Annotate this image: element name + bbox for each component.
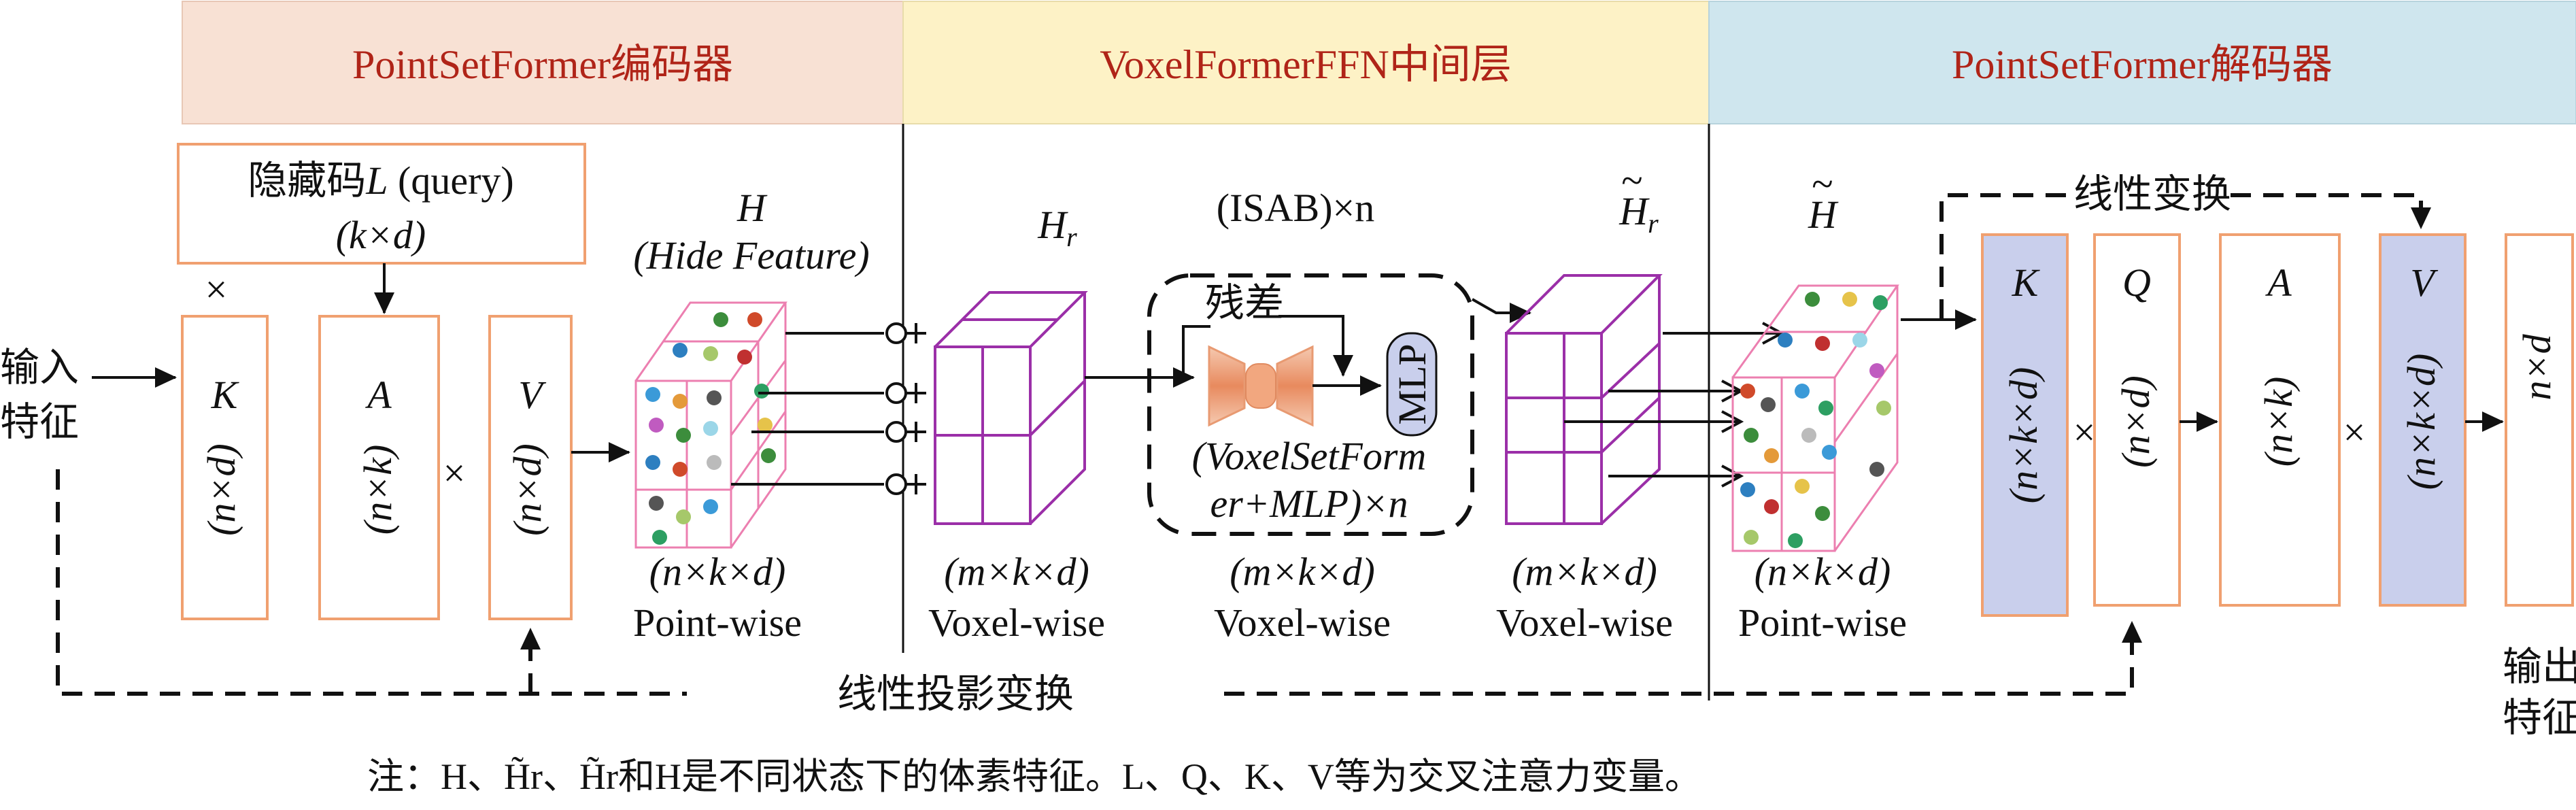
Ht-dim: (n×k×d) bbox=[1755, 550, 1891, 594]
vsf-line2: er+MLP)×n bbox=[1210, 482, 1408, 526]
Hr2-to-Ht-connectors bbox=[1564, 333, 1782, 476]
Ht-title: H bbox=[1808, 192, 1839, 237]
decoder-K-dim: (n×k×d) bbox=[2001, 367, 2046, 504]
linear-projection-dashed-right bbox=[1224, 621, 2142, 696]
encoder-K-name: K bbox=[211, 373, 240, 417]
decoder-Q-box: Q (n×d) bbox=[2093, 233, 2181, 607]
encoder-header-band bbox=[182, 1, 904, 124]
footnote: 注：H、H̃r、H̃r和H是不同状态下的体素特征。L、Q、K、V等为交叉注意力变… bbox=[367, 756, 1701, 797]
input-label-line1: 输入 bbox=[0, 345, 79, 390]
Hr2-voxel-cube bbox=[1505, 274, 1663, 525]
encoder-K-dim: (n×d) bbox=[199, 443, 243, 536]
linear-transform-label: 线性变换 bbox=[2073, 172, 2231, 216]
encoder-V-dim: (n×d) bbox=[505, 443, 549, 536]
linear-transform-dashed-right bbox=[2231, 193, 2431, 229]
decoder-Q-name: Q bbox=[2122, 260, 2151, 305]
decoder-times2: × bbox=[2343, 410, 2366, 454]
encoder-K-box: K (n×d) bbox=[181, 315, 269, 620]
decoder-out-box: n×d bbox=[2505, 233, 2574, 607]
block-to-Hr2-arrow bbox=[1472, 298, 1531, 323]
isab-label: (ISAB)×n bbox=[1217, 186, 1374, 230]
decoder-out-dim: n×d bbox=[2515, 333, 2559, 400]
H-dim: (n×k×d) bbox=[649, 550, 786, 594]
isab-block: 残差 MLP (VoxelSetForm er+MLP)×n bbox=[1147, 273, 1474, 536]
encoder-V-name: V bbox=[518, 373, 547, 417]
decoder-header-band bbox=[1708, 1, 2576, 124]
mlp-label: MLP bbox=[1390, 343, 1434, 424]
linear-transform-dashed bbox=[1939, 193, 2078, 320]
hidden-code-box: 隐藏码L (query) (k×d) bbox=[177, 143, 586, 265]
linear-projection-label: 线性投影变换 bbox=[837, 672, 1074, 716]
output-label-line1: 输出 bbox=[2503, 645, 2576, 689]
vsf-line1: (VoxelSetForm bbox=[1192, 434, 1427, 478]
H-subtitle: (Hide Feature) bbox=[633, 233, 869, 277]
middle-header-title: VoxelFormerFFN中间层 bbox=[1100, 42, 1512, 87]
funnel-left bbox=[1208, 345, 1246, 427]
encoder-A-name: A bbox=[365, 373, 392, 417]
residual-label: 残差 bbox=[1205, 281, 1284, 325]
Ht-point-cube bbox=[1731, 284, 1899, 552]
H-to-Hr-connectors bbox=[731, 322, 926, 495]
Hr2-wise: Voxel-wise bbox=[1496, 601, 1673, 645]
encoder-times-mid: × bbox=[443, 451, 466, 495]
decoder-Q-dim: (n×d) bbox=[2114, 375, 2158, 468]
decoder-A-box: A (n×k) bbox=[2219, 233, 2341, 607]
decoder-A-name: A bbox=[2265, 260, 2292, 305]
Hr-voxel-cube bbox=[934, 291, 1088, 525]
encoder-A-dim: (n×k) bbox=[356, 445, 400, 535]
encoder-header-title: PointSetFormer编码器 bbox=[352, 42, 733, 87]
Hr-title: Hr bbox=[1037, 203, 1077, 252]
Ht-wise: Point-wise bbox=[1738, 601, 1907, 645]
block-wise: Voxel-wise bbox=[1214, 601, 1391, 645]
decoder-V-dim: (n×k×d) bbox=[2399, 354, 2443, 490]
output-label-line2: 特征 bbox=[2503, 696, 2576, 740]
funnel-right bbox=[1276, 345, 1314, 427]
H-points bbox=[645, 312, 776, 545]
header-bands: PointSetFormer编码器 VoxelFormerFFN中间层 Poin… bbox=[182, 1, 2576, 124]
Hr2-dim: (m×k×d) bbox=[1512, 550, 1657, 594]
decoder-K-box: K (n×k×d) bbox=[1981, 233, 2069, 617]
decoder-times1: × bbox=[2073, 410, 2096, 454]
Ht-points bbox=[1740, 292, 1891, 548]
input-label-line2: 特征 bbox=[0, 400, 79, 444]
Hr-dim: (m×k×d) bbox=[944, 550, 1089, 594]
Hr2-tilde: ~ bbox=[1621, 158, 1642, 203]
linear-projection-dashed-left bbox=[56, 469, 687, 696]
decoder-V-name: V bbox=[2410, 260, 2439, 305]
H-title: H bbox=[736, 186, 768, 230]
mlp-box bbox=[1386, 332, 1438, 437]
encoder-times-top: × bbox=[205, 267, 228, 311]
middle-header-band bbox=[902, 1, 1710, 124]
hidden-code-line1: 隐藏码L (query) bbox=[248, 158, 513, 203]
decoder-V-box: V (n×k×d) bbox=[2379, 233, 2467, 607]
H-wise: Point-wise bbox=[633, 601, 802, 645]
decoder-K-name: K bbox=[2012, 260, 2041, 305]
Hr-wise: Voxel-wise bbox=[928, 601, 1105, 645]
H-point-cube bbox=[634, 301, 787, 549]
block-dim: (m×k×d) bbox=[1230, 550, 1375, 594]
decoder-A-dim: (n×k) bbox=[2256, 377, 2301, 467]
Ht-tilde: ~ bbox=[1812, 162, 1833, 206]
decoder-header-title: PointSetFormer解码器 bbox=[1952, 42, 2333, 87]
hidden-code-dim: (k×d) bbox=[336, 213, 426, 257]
encoder-V-box: V (n×d) bbox=[488, 315, 573, 620]
encoder-A-box: A (n×k) bbox=[318, 315, 440, 620]
